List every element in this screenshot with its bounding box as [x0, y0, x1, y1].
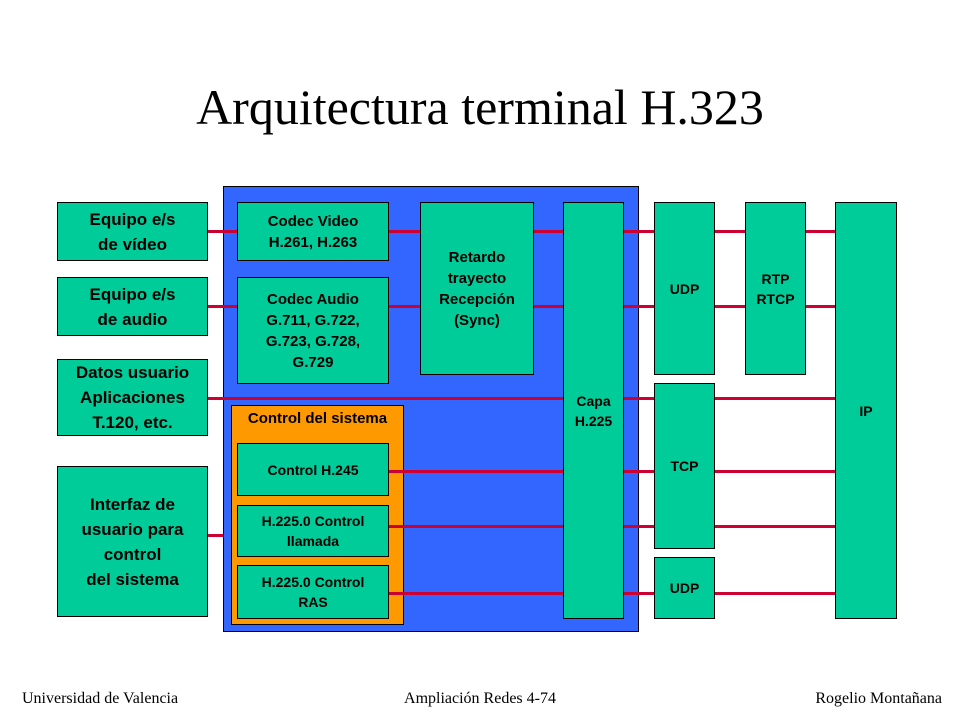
h2250-call-control: H.225.0 Control llamada: [237, 505, 389, 557]
audio-io-equipment: Equipo e/s de audio: [57, 277, 208, 336]
udp-bottom: UDP: [654, 557, 715, 619]
page-title: Arquitectura terminal H.323: [196, 79, 764, 135]
footer-university: Universidad de Valencia: [22, 690, 179, 707]
rtp-rtcp: RTP RTCP: [745, 202, 806, 375]
system-control-label: Control del sistema: [247, 410, 388, 427]
tcp: TCP: [654, 383, 715, 549]
connector-call-line-inner: [388, 525, 639, 528]
h2250-ras-control: H.225.0 Control RAS: [237, 565, 389, 619]
connector-data-line-inner: [223, 397, 639, 400]
udp-top: UDP: [654, 202, 715, 375]
connector-ras-line-inner: [388, 592, 639, 595]
user-data-applications: Datos usuario Aplicaciones T.120, etc.: [57, 359, 208, 436]
receive-path-delay: Retardo trayecto Recepción (Sync): [420, 202, 534, 375]
footer-author: Rogelio Montañana: [815, 690, 942, 707]
system-control-user-interface: Interfaz de usuario para control del sis…: [57, 466, 208, 617]
connector-h245-line-inner: [388, 470, 639, 473]
video-io-equipment: Equipo e/s de vídeo: [57, 202, 208, 261]
h245-control: Control H.245: [237, 443, 389, 496]
audio-codec: Codec Audio G.711, G.722, G.723, G.728, …: [237, 277, 389, 384]
ip-layer: IP: [835, 202, 897, 619]
h225-layer: Capa H.225: [563, 202, 624, 619]
video-codec: Codec Video H.261, H.263: [237, 202, 389, 261]
footer-course: Ampliación Redes 4-74: [404, 690, 556, 707]
